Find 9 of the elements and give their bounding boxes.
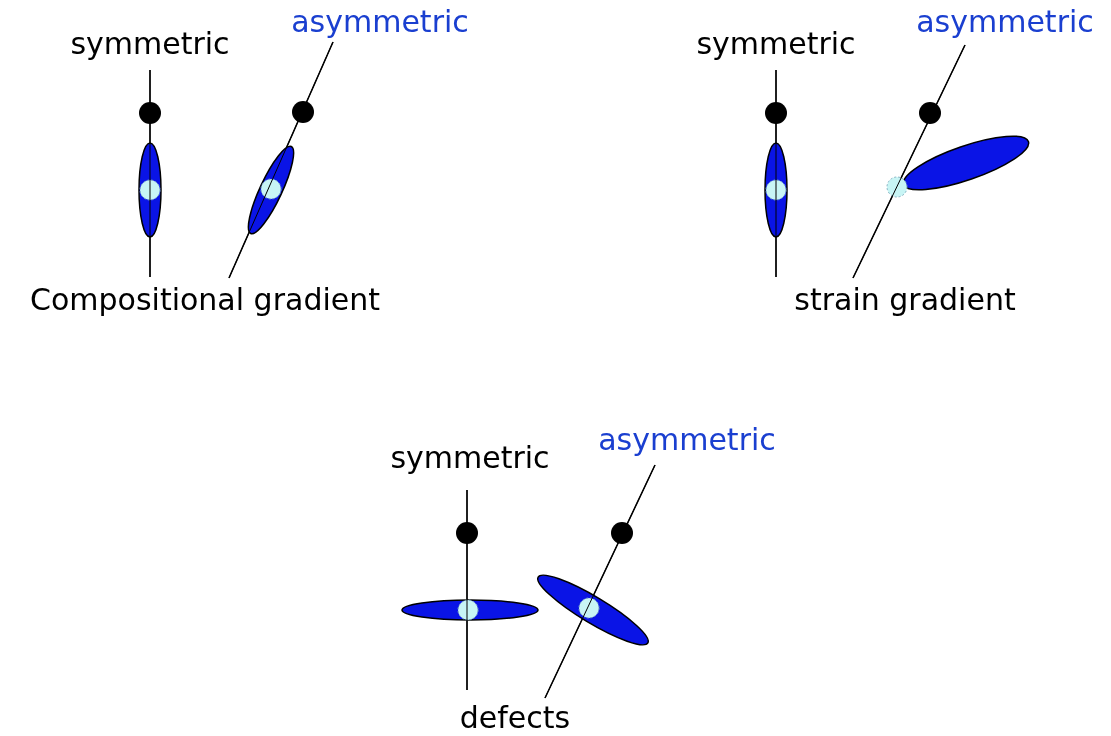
symmetric-label: symmetric bbox=[696, 29, 856, 59]
caption-text: Compositional gradient bbox=[30, 285, 380, 315]
asymmetric-label: asymmetric bbox=[598, 425, 776, 455]
symmetric-label: symmetric bbox=[390, 443, 550, 473]
asymmetric-label: asymmetric bbox=[916, 7, 1094, 37]
symmetric-label: symmetric bbox=[70, 29, 230, 59]
caption-text: strain gradient bbox=[794, 285, 1016, 315]
caption-text: defects bbox=[459, 703, 571, 733]
asymmetric-label: asymmetric bbox=[291, 7, 469, 37]
